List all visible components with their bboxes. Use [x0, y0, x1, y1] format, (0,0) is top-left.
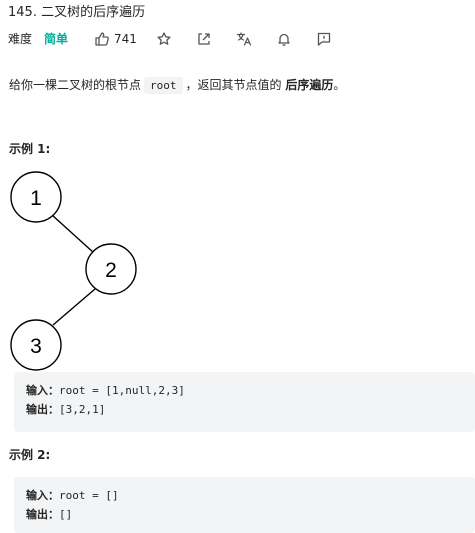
input-value: root = [1,null,2,3]: [59, 384, 185, 397]
output-label: 输出：: [26, 403, 59, 416]
description-text: ，返回其节点值的: [185, 78, 282, 92]
example-2-code-block: 输入：root = [] 输出：[]: [14, 477, 475, 533]
input-label: 输入：: [26, 384, 59, 397]
input-value: root = []: [59, 489, 119, 502]
difficulty-badge: 简单: [44, 32, 69, 46]
output-row: 输出：[]: [26, 505, 475, 524]
tree-edge: [52, 288, 96, 326]
description-text: 给你一棵二叉树的根节点: [9, 78, 142, 92]
tree-node-label: 3: [30, 335, 42, 358]
share-icon[interactable]: [196, 31, 212, 47]
input-label: 输入：: [26, 489, 59, 502]
bell-icon[interactable]: [276, 31, 292, 47]
example-1-title: 示例 1:: [9, 142, 51, 156]
description-emphasis: 后序遍历: [285, 78, 334, 92]
thumbs-up-icon[interactable]: [94, 31, 110, 47]
star-icon[interactable]: [156, 31, 172, 47]
example-1-code-block: 输入：root = [1,null,2,3] 输出：[3,2,1]: [14, 372, 475, 432]
problem-meta-bar: 难度 简单 741: [8, 31, 468, 47]
tree-node-label: 2: [105, 259, 117, 282]
output-row: 输出：[3,2,1]: [26, 400, 475, 419]
tree-node-circle: [85, 243, 137, 295]
input-row: 输入：root = []: [26, 486, 475, 505]
input-row: 输入：root = [1,null,2,3]: [26, 381, 475, 400]
tree-node-label: 1: [30, 187, 42, 210]
output-value: [3,2,1]: [59, 403, 106, 416]
tree-node-circle: [10, 319, 62, 371]
output-label: 输出：: [26, 508, 59, 521]
difficulty-label: 难度: [8, 32, 33, 46]
example-2-title: 示例 2:: [9, 448, 51, 462]
tree-node-circle: [10, 171, 62, 223]
output-value: []: [59, 508, 73, 521]
translate-icon[interactable]: [236, 31, 252, 47]
like-count: 741: [114, 32, 137, 46]
inline-code: root: [144, 77, 183, 94]
feedback-icon[interactable]: [316, 31, 332, 47]
description-text: 。: [333, 78, 346, 92]
binary-tree-diagram: 1 2 3: [10, 171, 137, 371]
problem-title: 145. 二叉树的后序遍历: [8, 5, 146, 20]
tree-edge: [51, 214, 95, 254]
